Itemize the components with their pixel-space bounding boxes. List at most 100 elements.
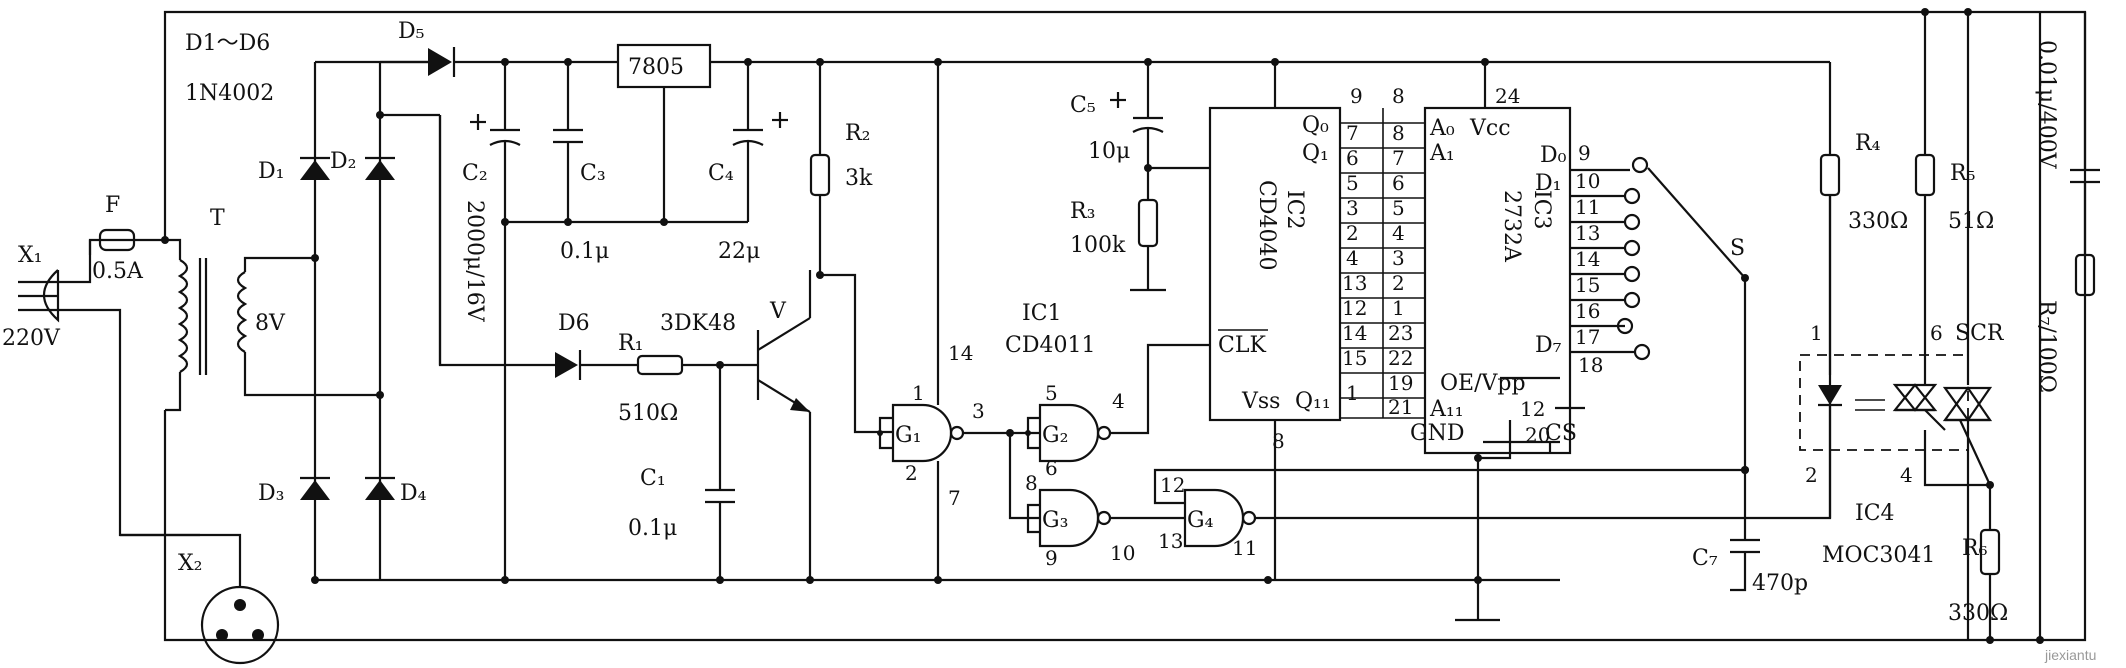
label-x2: X₂: [178, 551, 202, 576]
label-c3: C₃: [580, 161, 606, 186]
label-a11: A₁₁: [1429, 397, 1464, 422]
pin-ic3-a-4: 5: [1392, 196, 1405, 220]
pin-ic2-q-5: 2: [1346, 221, 1359, 245]
rc-network: [1110, 62, 1210, 292]
pin-ic4-6: 6: [1930, 321, 1943, 345]
pin-g2-in1: 5: [1045, 381, 1058, 405]
label-c7: C₇: [1692, 546, 1718, 571]
label-q11: Q₁₁: [1295, 389, 1331, 414]
label-r5: R₅: [1950, 161, 1975, 186]
label-r1: R₁: [618, 331, 643, 356]
label-diode-type: 1N4002: [185, 81, 274, 106]
power-supply: [380, 43, 820, 584]
label-cs: CS: [1545, 421, 1577, 446]
plug-x1: [18, 238, 200, 537]
label-transistor-type: 3DK48: [660, 311, 736, 336]
label-c5: C₅: [1070, 93, 1096, 118]
pin-ic3-cs: 20: [1525, 423, 1550, 447]
pin-ic3-a-6: 3: [1392, 246, 1405, 270]
pin-ic3-vcc: 24: [1495, 84, 1520, 108]
pin-ic2-top-2: 8: [1392, 84, 1405, 108]
triac-section: [1914, 8, 2001, 644]
component-labels: D1～D6 1N4002 F 0.5A X₁ 220V X₂ T 8V D₁ D…: [2, 19, 2096, 663]
pin-ic3-a-9: 23: [1388, 321, 1413, 345]
label-d1: D₁: [258, 159, 284, 184]
label-ic1: IC1: [1022, 301, 1062, 326]
pin-g3-in2: 9: [1045, 546, 1058, 570]
snubber: [2070, 12, 2100, 297]
label-g2: G₂: [1042, 423, 1068, 448]
pin-ic4-2: 2: [1805, 463, 1818, 487]
fuse-f: [88, 228, 169, 255]
label-r1-value: 510Ω: [618, 401, 678, 426]
pin-ic3-a-12: 21: [1388, 395, 1413, 419]
label-scr: SCR: [1955, 321, 2005, 346]
label-r4-value: 330Ω: [1848, 209, 1908, 234]
label-d1-out: D₁: [1535, 171, 1561, 196]
watermark: jiexiantu: [2044, 647, 2096, 663]
socket-x2: [120, 533, 280, 665]
label-transistor: V: [769, 299, 787, 324]
pin-ic3-d-8: 17: [1575, 325, 1600, 349]
label-c7-value: 470p: [1752, 571, 1808, 596]
label-secondary: 8V: [255, 311, 286, 336]
label-regulator: 7805: [628, 55, 684, 80]
pin-g4-in2: 13: [1158, 529, 1183, 553]
label-c1: C₁: [640, 466, 666, 491]
pin-g2-out: 4: [1112, 389, 1125, 413]
label-g4: G₄: [1187, 508, 1214, 533]
label-fuse: F: [105, 193, 120, 218]
label-g1: G₁: [895, 423, 921, 448]
pin-ic3-d-4: 13: [1575, 221, 1600, 245]
label-c3-value: 0.1μ: [560, 239, 609, 264]
label-mains: 220V: [2, 326, 61, 351]
label-ic4: IC4: [1855, 501, 1895, 526]
pin-ic3-d-3: 11: [1575, 195, 1600, 219]
pin-ic2-q-6: 4: [1346, 246, 1359, 270]
pin-g4-in1: 12: [1160, 473, 1185, 497]
pin-ic2-vss: 8: [1272, 429, 1285, 453]
label-a1: A₁: [1429, 141, 1455, 166]
transformer-t: [165, 238, 380, 412]
switch-s: [1647, 167, 1749, 540]
label-vcc: Vcc: [1469, 116, 1511, 141]
label-d0-out: D₀: [1540, 143, 1567, 168]
label-gnd: GND: [1410, 421, 1464, 446]
pin-ic3-d-7: 16: [1575, 299, 1600, 323]
label-d7-out: D₇: [1535, 333, 1562, 358]
pin-ic3-oe: 18: [1578, 353, 1603, 377]
pin-ic3-a-10: 22: [1388, 346, 1413, 370]
label-c4: C₄: [708, 161, 734, 186]
pin-ic3-a-1: 8: [1392, 121, 1405, 145]
pin-ic2-q-4: 3: [1346, 196, 1359, 220]
pin-ic2-q-10: 15: [1342, 346, 1367, 370]
label-ic3-type: 2732A: [1499, 190, 1524, 263]
pin-ic3-d-1: 9: [1578, 141, 1591, 165]
label-r3: R₃: [1070, 199, 1095, 224]
pin-g1-vdd: 14: [948, 341, 973, 365]
label-d5: D₅: [398, 19, 424, 44]
address-bus: [1340, 108, 1425, 419]
label-d6: D6: [558, 311, 590, 336]
pin-ic2-q-8: 12: [1342, 296, 1367, 320]
pin-numbers: 1 2 3 14 7 5 6 4 8 9 10 12 13 11 9 8 7 6…: [905, 84, 1943, 570]
label-g3: G₃: [1042, 508, 1068, 533]
ic3-eprom: [1423, 62, 1651, 580]
pin-g2-in2: 6: [1045, 456, 1058, 480]
c7-cap: [1730, 538, 1760, 592]
label-r6: R₆: [1962, 536, 1988, 561]
pin-g1-in2: 2: [905, 461, 918, 485]
label-ic3: IC3: [1529, 190, 1554, 230]
optocoupler: [1799, 153, 1969, 518]
label-oe-vpp: OE/Vpp: [1440, 371, 1526, 396]
pin-ic3-d-2: 10: [1575, 169, 1600, 193]
label-c1-value: 0.1μ: [628, 516, 677, 541]
label-r2-value: 3k: [845, 166, 873, 191]
pin-g3-in1: 8: [1025, 471, 1038, 495]
label-vss: Vss: [1241, 389, 1280, 414]
pin-ic4-1: 1: [1810, 321, 1823, 345]
label-r4: R₄: [1855, 131, 1881, 156]
pin-ic3-d-5: 14: [1575, 247, 1600, 271]
pin-ic4-4: 4: [1900, 463, 1913, 487]
